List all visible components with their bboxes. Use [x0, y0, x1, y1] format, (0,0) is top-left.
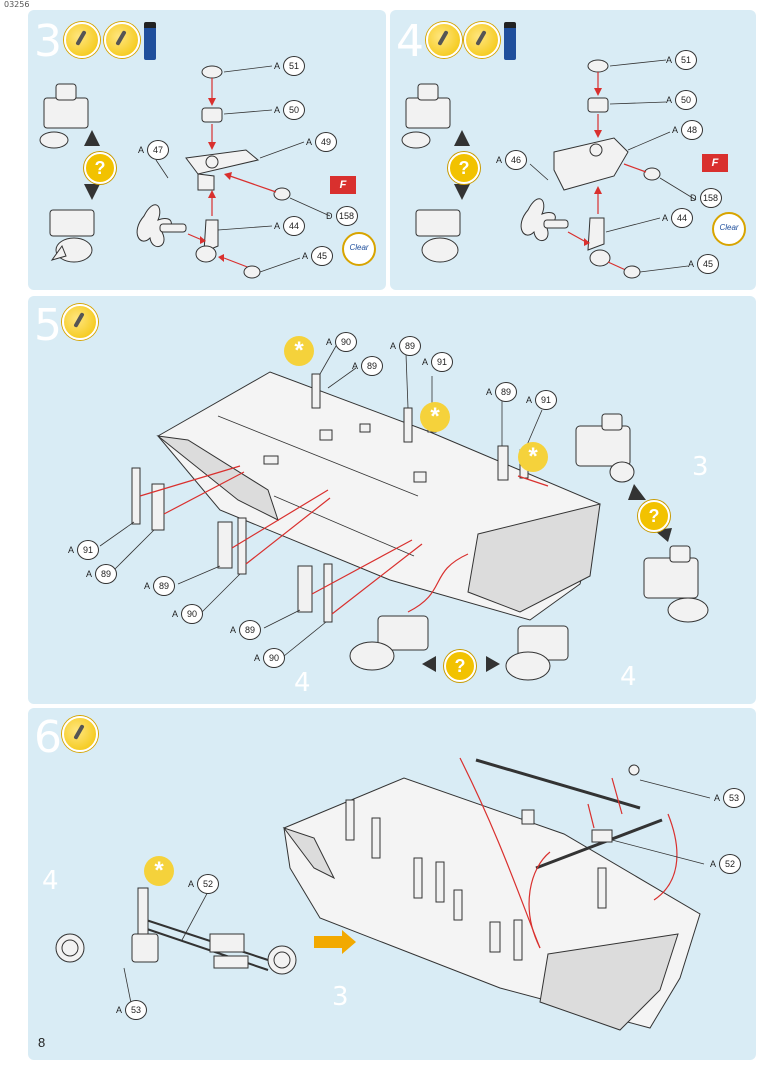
glue-icon	[62, 304, 98, 340]
step-reference: 3	[692, 452, 709, 482]
step-reference: 4	[42, 866, 59, 896]
propeller-mount-top	[39, 83, 89, 149]
star-note-icon: *	[420, 402, 450, 432]
step-number: 5	[34, 300, 62, 351]
step-5-panel: 5	[28, 296, 756, 704]
flag-f-icon: F	[330, 176, 356, 194]
step-4-panel: 4	[390, 10, 756, 290]
step-4-drawing	[401, 59, 697, 279]
step-reference: 3	[332, 982, 349, 1012]
step-3-panel: 3	[28, 10, 386, 290]
clear-badge: Clear	[342, 232, 376, 266]
part-a90	[237, 517, 247, 575]
star-note-icon: *	[518, 442, 548, 472]
propeller-mount-bottom	[49, 209, 95, 263]
step-6-panel: 6	[28, 708, 756, 1060]
arrow-left-icon	[422, 656, 436, 672]
question-icon: ?	[444, 650, 476, 682]
step-reference: 4	[294, 668, 311, 698]
glue-icon	[62, 716, 98, 752]
star-note-icon: *	[144, 856, 174, 886]
hull-stern	[539, 933, 679, 1031]
arrow-right-icon	[486, 656, 500, 672]
hull-stern	[467, 503, 601, 613]
glue-icon	[64, 22, 100, 58]
arrow-down-icon	[84, 184, 100, 200]
part-a89	[217, 521, 233, 569]
arrow-down-icon	[654, 528, 672, 542]
step-3-drawing	[39, 65, 331, 279]
paint-bottle-icon	[504, 22, 516, 60]
part-a91	[131, 467, 141, 525]
page-number: 8	[38, 1035, 46, 1050]
propeller-a47	[136, 204, 187, 247]
question-icon: ?	[84, 152, 116, 184]
part-a89	[151, 483, 165, 531]
part-a90	[323, 563, 333, 623]
question-icon: ?	[448, 152, 480, 184]
paint-bottle-icon	[144, 22, 156, 60]
question-icon: ?	[638, 500, 670, 532]
flag-f-icon: F	[702, 154, 728, 172]
part-a89	[297, 565, 313, 613]
step-number: 3	[34, 16, 62, 67]
brush-icon	[464, 22, 500, 58]
clear-badge: Clear	[712, 212, 746, 246]
step-number: 6	[34, 712, 62, 763]
step-reference: 4	[620, 662, 637, 692]
document-code: 03256	[4, 0, 30, 9]
brush-icon	[104, 22, 140, 58]
arrow-up-icon	[84, 130, 100, 146]
step-6-drawing	[55, 757, 711, 1031]
glue-icon	[426, 22, 462, 58]
step-number: 4	[396, 16, 424, 67]
star-note-icon: *	[284, 336, 314, 366]
arrow-right-icon	[314, 930, 356, 954]
arrow-up-icon	[628, 484, 646, 500]
step-5-drawing	[99, 345, 709, 681]
